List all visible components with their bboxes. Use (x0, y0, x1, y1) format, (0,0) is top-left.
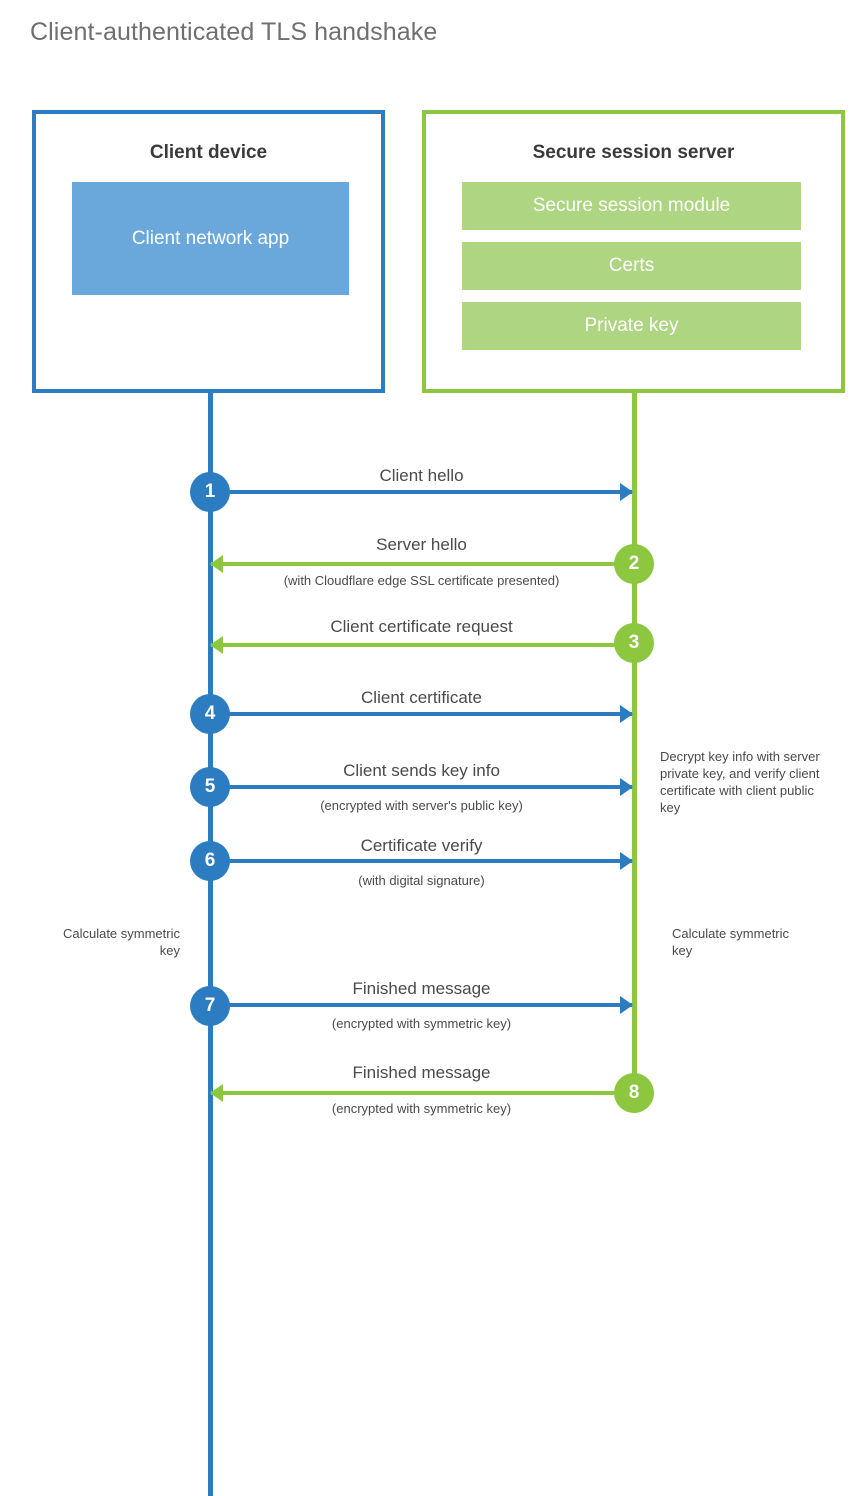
arrowhead-right-icon (620, 852, 633, 870)
server-lifeline (632, 393, 637, 1093)
tls-handshake-diagram: Client-authenticated TLS handshake Clien… (30, 18, 845, 1496)
client-device-title: Client device (149, 142, 268, 163)
client-network-app-block: Client network app (72, 182, 349, 295)
secure-session-server-title: Secure session server (532, 142, 735, 163)
step-8-arrow (210, 1084, 632, 1102)
server-module-secure-session: Secure session module (462, 182, 801, 230)
step-3-label: Client certificate request (330, 617, 513, 636)
step-7-circle[interactable]: 7 (190, 986, 230, 1026)
step-6-arrow (211, 852, 633, 870)
client-device-box: Client device Client network app (32, 110, 385, 393)
step-6-label: Certificate verify (360, 836, 483, 855)
server-module-certs: Certs (462, 242, 801, 290)
secure-session-server-box: Secure session server Secure session mod… (422, 110, 845, 393)
step-4-arrow (211, 705, 633, 723)
step-1-arrow (211, 483, 633, 501)
arrowhead-left-icon (210, 555, 223, 573)
step-3-circle[interactable]: 3 (614, 623, 654, 663)
client-lifeline (208, 393, 213, 1496)
step-5-arrow (211, 778, 633, 796)
arrowhead-right-icon (620, 996, 633, 1014)
server-calculate-symmetric-key-note: Calculate symmetric key (672, 926, 790, 958)
server-modules-list: Secure session module Certs Private key (462, 182, 801, 362)
step-1-circle[interactable]: 1 (190, 472, 230, 512)
step-7-label: Finished message (352, 979, 491, 998)
step-8-label: Finished message (352, 1063, 491, 1082)
server-module-private-key: Private key (462, 302, 801, 350)
arrowhead-right-icon (620, 705, 633, 723)
step-2-arrow (210, 555, 632, 573)
step-1-label: Client hello (379, 466, 464, 485)
step-7-arrow (211, 996, 633, 1014)
step-2-circle[interactable]: 2 (614, 544, 654, 584)
step-6-sublabel: (with digital signature) (358, 873, 485, 888)
page-title: Client-authenticated TLS handshake (30, 18, 438, 46)
step-3-arrow (210, 636, 632, 654)
step-6-circle[interactable]: 6 (190, 841, 230, 881)
step-7-sublabel: (encrypted with symmetric key) (331, 1016, 512, 1031)
arrowhead-right-icon (620, 778, 633, 796)
arrowhead-right-icon (620, 483, 633, 501)
server-decrypt-note: Decrypt key info with server private key… (660, 749, 820, 815)
step-8-sublabel: (encrypted with symmetric key) (331, 1101, 512, 1116)
step-4-circle[interactable]: 4 (190, 694, 230, 734)
step-5-label: Client sends key info (343, 761, 500, 780)
arrowhead-left-icon (210, 636, 223, 654)
step-2-label: Server hello (376, 535, 467, 554)
step-2-sublabel: (with Cloudflare edge SSL certificate pr… (283, 573, 560, 588)
step-8-circle[interactable]: 8 (614, 1073, 654, 1113)
step-5-circle[interactable]: 5 (190, 767, 230, 807)
client-calculate-symmetric-key-note: Calculate symmetric key (62, 926, 180, 958)
step-4-label: Client certificate (361, 688, 482, 707)
step-5-sublabel: (encrypted with server's public key) (320, 798, 523, 813)
arrowhead-left-icon (210, 1084, 223, 1102)
